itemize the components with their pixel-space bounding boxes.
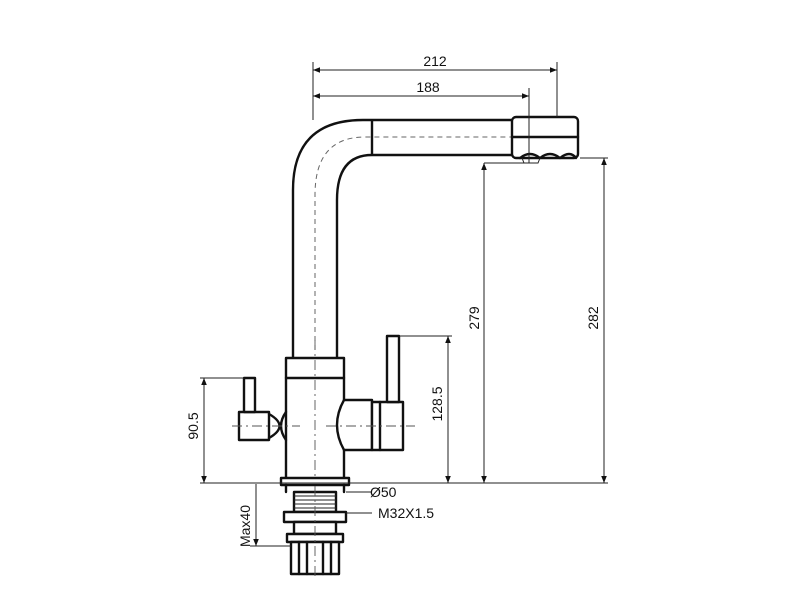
dimension-handle-height: 128.5	[399, 335, 452, 483]
base-escutcheon	[279, 476, 351, 494]
dim-label-128-5: 128.5	[429, 386, 445, 421]
dim-label-212: 212	[423, 53, 447, 69]
dimension-side-lever-height: 90.5	[185, 377, 244, 483]
dim-label-diameter: Ø50	[370, 484, 397, 500]
dimension-overall-height: 282	[580, 157, 608, 483]
dim-label-282: 282	[585, 306, 601, 330]
left-side-lever	[232, 376, 300, 442]
mounting-shank	[282, 486, 348, 580]
dim-label-188: 188	[416, 79, 440, 95]
dimension-thread: M32X1.5	[346, 505, 434, 521]
dimension-base-diameter: Ø50	[346, 484, 397, 500]
dim-label-279: 279	[466, 306, 482, 330]
right-main-handle	[326, 334, 415, 452]
dimension-spout-reach: 188	[313, 79, 530, 163]
spout	[291, 118, 514, 360]
dimension-total-reach: 212	[312, 53, 558, 120]
faucet-body	[284, 340, 346, 485]
dim-label-90-5: 90.5	[185, 412, 201, 439]
dimension-outlet-height: 279	[466, 162, 528, 483]
dim-label-max40: Max40	[237, 505, 253, 547]
spout-outlet-head	[510, 115, 580, 164]
dim-label-thread: M32X1.5	[378, 505, 434, 521]
dimension-max-thickness: Max40	[237, 482, 291, 547]
